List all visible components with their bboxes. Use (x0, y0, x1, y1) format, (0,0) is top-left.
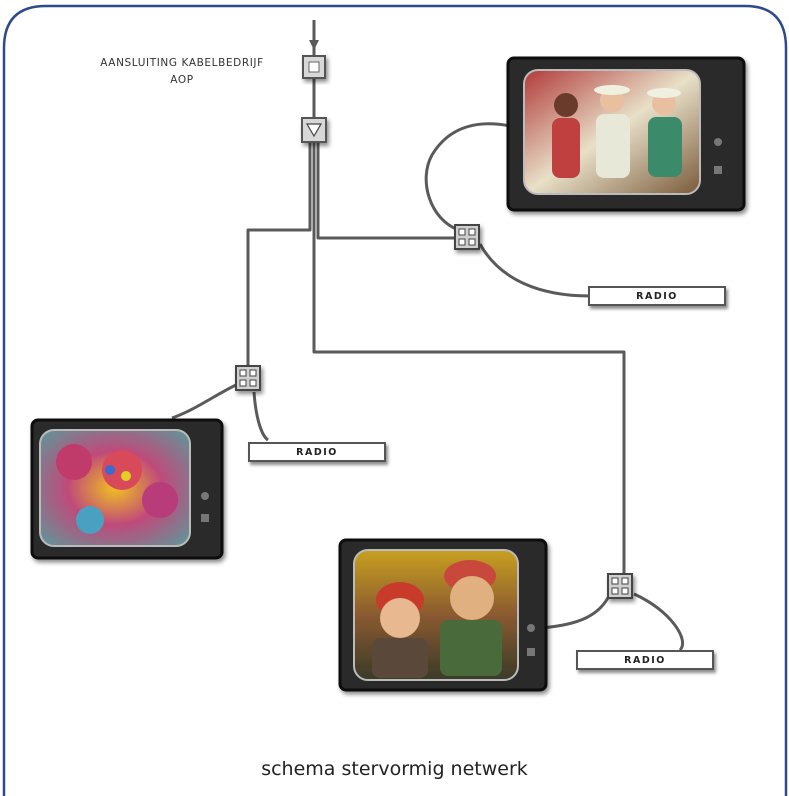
radio-box-3: RADIO (576, 650, 714, 670)
splitter-2 (235, 365, 261, 391)
tv-2 (30, 418, 224, 560)
connection-point (302, 55, 326, 79)
tv-3 (338, 538, 548, 692)
splitter-1 (454, 224, 480, 250)
radio-box-2: RADIO (248, 442, 386, 462)
connection-label-aop: AOP (170, 74, 194, 86)
radio-box-1: RADIO (588, 286, 726, 306)
tv-1 (506, 56, 746, 212)
frame-border (2, 4, 788, 796)
cables (171, 20, 685, 652)
connection-label: AANSLUITING KABELBEDRIJF (100, 57, 264, 69)
amplifier (301, 117, 327, 143)
splitter-3 (607, 573, 633, 599)
diagram-caption: schema stervormig netwerk (261, 758, 528, 780)
